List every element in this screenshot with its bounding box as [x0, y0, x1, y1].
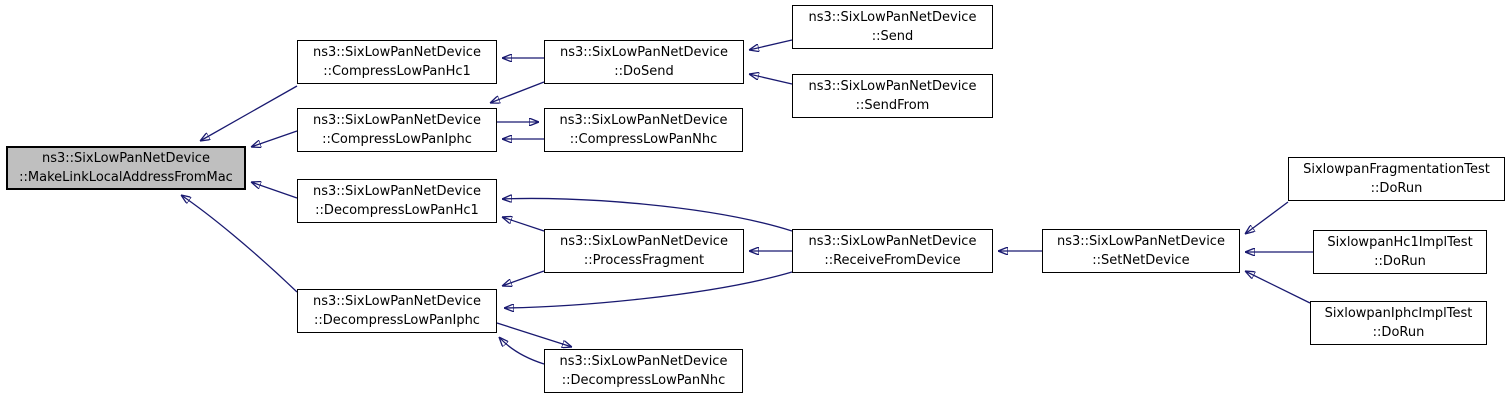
node-label-line1: ns3::SixLowPanNetDevice — [1057, 234, 1225, 249]
node-label-line1: ns3::SixLowPanNetDevice — [313, 294, 481, 309]
node-sixlowpan-iphc-impl-test-dorun[interactable]: SixlowpanIphcImplTest ::DoRun — [1310, 301, 1487, 345]
node-label-line1: ns3::SixLowPanNetDevice — [559, 113, 728, 128]
node-label-line2: ::DoRun — [1372, 325, 1425, 340]
node-label-line1: ns3::SixLowPanNetDevice — [808, 10, 977, 25]
node-label-line1: ns3::SixLowPanNetDevice — [42, 151, 210, 166]
node-decompress-low-pan-iphc[interactable]: ns3::SixLowPanNetDevice ::DecompressLowP… — [297, 289, 497, 333]
node-label-line2: ::DoSend — [614, 64, 674, 79]
edge-decompresslowpannhc-to-decompresslowpaniphc — [499, 337, 545, 365]
edge-processfragment-to-decompresslowpaniphc — [502, 270, 545, 286]
node-decompress-low-pan-hc1[interactable]: ns3::SixLowPanNetDevice ::DecompressLowP… — [297, 179, 497, 223]
node-send-from[interactable]: ns3::SixLowPanNetDevice ::SendFrom — [792, 74, 993, 118]
edge-compresslowpanhc1-to-main — [200, 85, 298, 141]
edge-decompresslowpaniphc-to-main — [181, 195, 298, 293]
edge-sendfrom-to-dosend — [749, 74, 793, 85]
node-label-line2: ::SendFrom — [855, 98, 930, 113]
edge-fragtest-to-setnetdevice — [1245, 201, 1289, 234]
node-label-line1: ns3::SixLowPanNetDevice — [808, 79, 977, 94]
node-sixlowpan-hc1-impl-test-dorun[interactable]: SixlowpanHc1ImplTest ::DoRun — [1313, 230, 1487, 274]
node-label-line1: ns3::SixLowPanNetDevice — [808, 234, 977, 249]
node-decompress-low-pan-nhc[interactable]: ns3::SixLowPanNetDevice ::DecompressLowP… — [544, 349, 743, 393]
edge-receivefromdevice-to-decompresslowpanhc1 — [502, 198, 793, 232]
node-label-line2: ::CompressLowPanIphc — [322, 132, 472, 147]
edge-receivefromdevice-to-decompresslowpaniphc — [504, 271, 793, 308]
node-label-line2: ::CompressLowPanNhc — [569, 132, 718, 147]
edge-processfragment-to-decompresslowpanhc1 — [502, 217, 545, 232]
node-compress-low-pan-iphc[interactable]: ns3::SixLowPanNetDevice ::CompressLowPan… — [297, 108, 497, 152]
node-sixlowpan-fragmentation-test-dorun[interactable]: SixlowpanFragmentationTest ::DoRun — [1288, 157, 1505, 201]
node-label-line2: ::DoRun — [1370, 181, 1423, 196]
node-label-line2: ::DecompressLowPanHc1 — [315, 203, 479, 218]
node-compress-low-pan-nhc[interactable]: ns3::SixLowPanNetDevice ::CompressLowPan… — [544, 108, 743, 152]
node-process-fragment[interactable]: ns3::SixLowPanNetDevice ::ProcessFragmen… — [544, 229, 744, 273]
node-compress-low-pan-hc1[interactable]: ns3::SixLowPanNetDevice ::CompressLowPan… — [297, 40, 497, 84]
edge-decompresslowpanhc1-to-main — [251, 182, 298, 199]
node-label-line2: ::DecompressLowPanNhc — [561, 373, 726, 388]
edge-dosend-to-compresslowpaniphc — [490, 81, 545, 103]
node-label-line2: ::Send — [871, 29, 914, 44]
node-receive-from-device[interactable]: ns3::SixLowPanNetDevice ::ReceiveFromDev… — [792, 229, 993, 273]
node-label-line1: ns3::SixLowPanNetDevice — [313, 45, 481, 60]
node-label-line1: ns3::SixLowPanNetDevice — [313, 113, 481, 128]
edge-send-to-dosend — [749, 39, 793, 50]
node-do-send[interactable]: ns3::SixLowPanNetDevice ::DoSend — [544, 40, 744, 84]
node-label-line2: ::CompressLowPanHc1 — [323, 64, 471, 79]
node-label-line1: SixlowpanHc1ImplTest — [1327, 235, 1473, 250]
node-label-line2: ::SetNetDevice — [1092, 253, 1190, 268]
node-send[interactable]: ns3::SixLowPanNetDevice ::Send — [792, 5, 993, 49]
node-label-line1: SixlowpanIphcImplTest — [1324, 306, 1473, 321]
node-label-line1: ns3::SixLowPanNetDevice — [560, 45, 728, 60]
edge-compresslowpaniphc-to-main — [251, 130, 298, 147]
node-label-line2: ::DecompressLowPanIphc — [314, 313, 480, 328]
node-label-line1: ns3::SixLowPanNetDevice — [313, 184, 481, 199]
edge-iphctest-to-setnetdevice — [1245, 271, 1311, 304]
node-label-line1: SixlowpanFragmentationTest — [1303, 162, 1490, 177]
node-label-line1: ns3::SixLowPanNetDevice — [560, 234, 728, 249]
node-label-line1: ns3::SixLowPanNetDevice — [559, 354, 728, 369]
node-set-net-device[interactable]: ns3::SixLowPanNetDevice ::SetNetDevice — [1042, 229, 1240, 273]
node-label-line2: ::ReceiveFromDevice — [824, 253, 961, 268]
node-label-line2: ::MakeLinkLocalAddressFromMac — [19, 170, 233, 185]
node-label-line2: ::ProcessFragment — [583, 253, 705, 268]
node-make-link-local-address-from-mac: ns3::SixLowPanNetDevice ::MakeLinkLocalA… — [6, 146, 246, 190]
edge-decompresslowpaniphc-to-decompresslowpannhc — [496, 322, 572, 347]
node-label-line2: ::DoRun — [1374, 254, 1426, 269]
